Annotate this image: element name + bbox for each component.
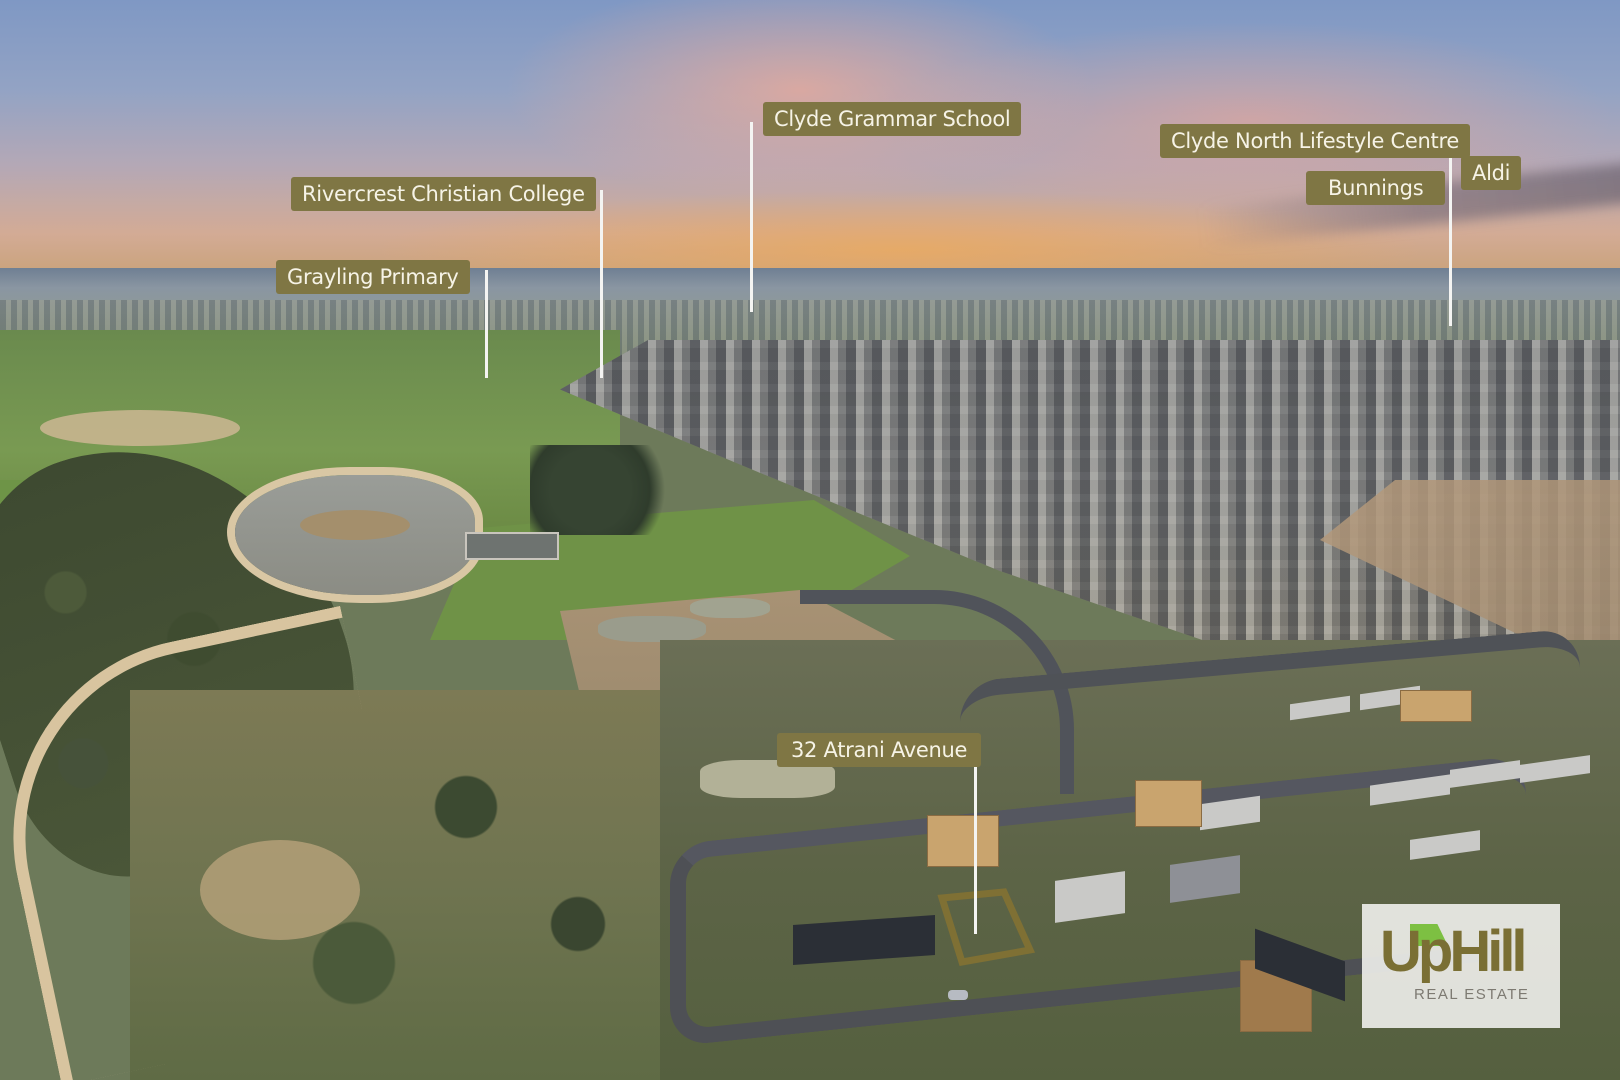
reed-bed [200, 840, 360, 940]
label-clyde-grammar-school: Clyde Grammar School [763, 102, 1022, 136]
house-frame [927, 815, 999, 867]
label-bunnings: Bunnings [1306, 171, 1446, 205]
pin-line-rivercrest [600, 190, 603, 378]
clubhouse-building [465, 532, 559, 560]
retention-pond [598, 616, 706, 642]
tree-cluster [530, 445, 680, 535]
label-aldi: Aldi [1461, 156, 1522, 190]
property-plot-outline [937, 888, 1036, 966]
sports-oval [40, 410, 240, 446]
parked-car [948, 990, 968, 1000]
label-rivercrest-christian-college: Rivercrest Christian College [291, 177, 596, 211]
label-clyde-north-lifestyle-centre: Clyde North Lifestyle Centre [1160, 124, 1470, 158]
logo-subtitle: REAL ESTATE [1414, 986, 1530, 1003]
pin-line-clyde-grammar [750, 122, 753, 312]
house-frame [1135, 780, 1202, 827]
pin-line-property [974, 746, 977, 934]
logo-wordmark: UpHill [1380, 919, 1528, 984]
pin-line-grayling [485, 270, 488, 378]
house-roof-icon [1410, 924, 1448, 946]
label-32-atrani-avenue: 32 Atrani Avenue [777, 733, 982, 767]
label-grayling-primary: Grayling Primary [276, 260, 470, 294]
retention-pond [690, 598, 770, 618]
pin-line-clyde-north [1449, 134, 1452, 326]
uphill-real-estate-logo: UpHill REAL ESTATE [1362, 904, 1560, 1028]
lake-island [300, 510, 410, 540]
house-frame [1400, 690, 1472, 722]
